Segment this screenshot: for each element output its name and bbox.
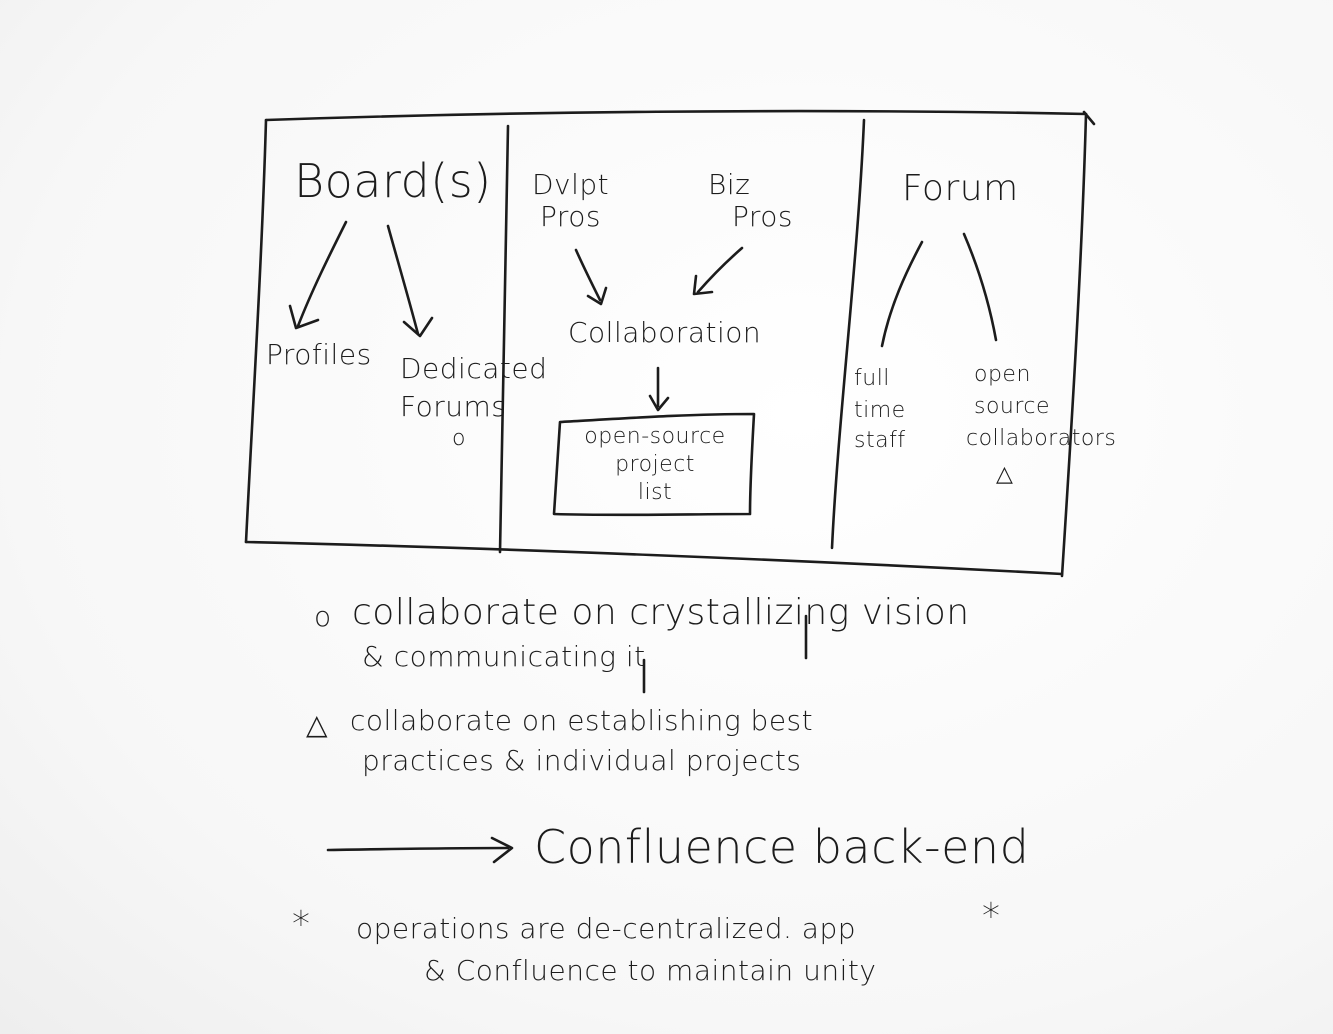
box-label-line1: open-source [584,424,726,449]
box-label-line2: project [615,452,695,477]
project-list-box [552,412,756,517]
staff-label-line3: staff [854,428,906,453]
staff-label-line1: full [854,366,890,391]
branch-forum-to-collaborators [962,232,998,342]
collaboration-label: Collaboration [568,316,762,349]
note-1-marker: o [314,600,332,633]
left-marker: o [452,426,466,451]
divider-right [830,118,866,550]
note-1-line1: collaborate on crystallizing vision [352,592,970,633]
frame-left [244,118,268,544]
collaborators-label-line1: open [974,362,1031,387]
frame-corner-tick [1082,110,1096,126]
footnote-line2: & Confluence to maintain unity [424,954,877,987]
forum-title: Forum [902,168,1019,209]
biz-label-line2: Pros [732,200,794,233]
backend-arrow [326,846,510,852]
dvlpt-label-line2: Pros [540,200,602,233]
arrow-biz-to-collab [696,246,744,294]
divider-left [498,124,510,554]
note-1-line2: & communicating it [362,640,646,673]
dvlpt-label-line1: Dvlpt [532,168,610,201]
dedicated-forums-label: Dedicated Forums [400,352,548,423]
arrow-dvlpt-to-collab [574,248,602,302]
frame-top [264,109,1088,122]
box-label-line3: list [637,480,673,505]
collaborators-label-line3: collaborators [966,426,1117,451]
collaborators-label-line2: source [974,394,1051,419]
branch-forum-to-staff [880,240,924,348]
profiles-label: Profiles [266,338,372,371]
biz-label-line1: Biz [708,168,751,201]
arrow-board-to-profiles [296,220,348,328]
note-2-line1: collaborate on establishing best [350,704,814,737]
backend-label: Confluence back-end [534,820,1030,874]
footnote-marker: * [292,904,311,945]
note-2-line2: practices & individual projects [362,744,802,777]
right-marker: △ [996,462,1014,487]
board-title: Board(s) [294,154,492,208]
staff-label-line2: time [854,398,906,423]
footnote-end-marker: * [982,896,1001,937]
arrow-board-to-forums [386,224,420,336]
frame-right [1060,112,1088,578]
footnote-line1: operations are de-centralized. app [356,912,856,945]
frame-bottom [244,540,1064,576]
note-2-marker: △ [306,708,329,741]
